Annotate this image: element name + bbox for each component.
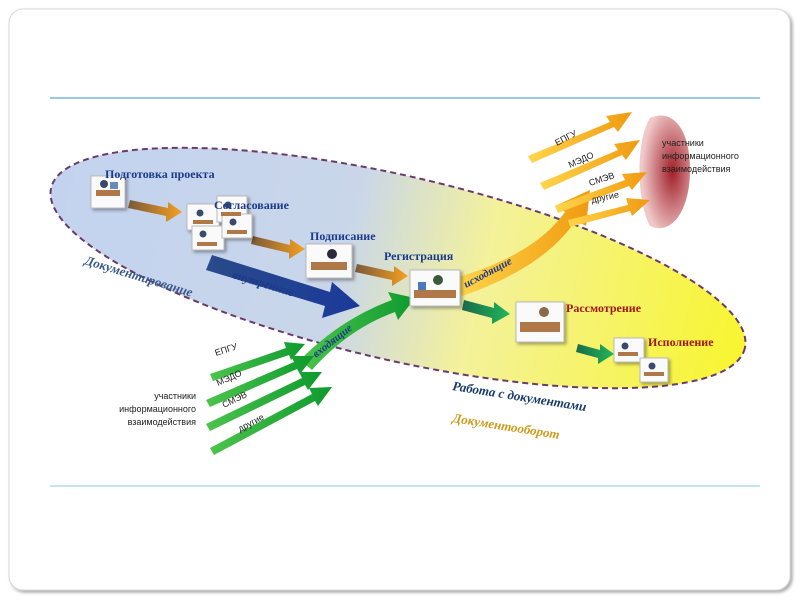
step-arrow-1	[128, 200, 182, 222]
step-arrow-3	[355, 264, 408, 286]
stage-review-label: Рассмотрение	[566, 301, 642, 315]
register-office-icon	[409, 269, 461, 307]
stage-prepare-label: Подготовка проекта	[105, 167, 215, 181]
channel-out-arrow-4	[568, 198, 650, 227]
participants-right: участники информационного взаимодействия	[662, 138, 739, 174]
channel-out-arrow-3	[555, 172, 647, 213]
channel-out-arrow-2	[540, 140, 640, 190]
prepare-office-icon	[90, 175, 126, 209]
stage-sign-label: Подписание	[310, 229, 376, 243]
participants-right-line: информационного	[662, 151, 739, 161]
participants-left-line: участники	[154, 391, 196, 401]
participants-left-line: информационного	[119, 404, 196, 414]
participants-blob	[639, 115, 690, 229]
participants-right-line: участники	[662, 138, 704, 148]
outgoing-arrow	[455, 190, 590, 296]
review-office-icon	[515, 301, 565, 343]
participants-left-line: взаимодействия	[128, 417, 197, 427]
sign-office-icon	[305, 243, 353, 279]
channel-in-arrow-3	[206, 372, 322, 431]
stage-approve-label: Согласование	[214, 198, 290, 212]
channel-in-arrow-2	[206, 356, 314, 407]
execute-arrow	[576, 344, 614, 364]
stage-register-label: Регистрация	[384, 249, 454, 263]
participants-left: участники информационного взаимодействия	[119, 391, 196, 427]
incoming-arrow	[300, 292, 415, 370]
review-arrow	[462, 300, 510, 324]
internal-arrow	[206, 255, 360, 318]
channel-out-arrow-1	[528, 112, 632, 163]
execute-office-icon	[613, 337, 669, 383]
stage-execute-label: Исполнение	[648, 335, 714, 349]
channel-in-arrow-4	[210, 387, 332, 455]
approve-office-icon	[186, 195, 253, 251]
step-arrow-2	[251, 236, 305, 259]
channel-in-arrow-1	[210, 342, 305, 381]
participants-right-line: взаимодействия	[662, 164, 731, 174]
